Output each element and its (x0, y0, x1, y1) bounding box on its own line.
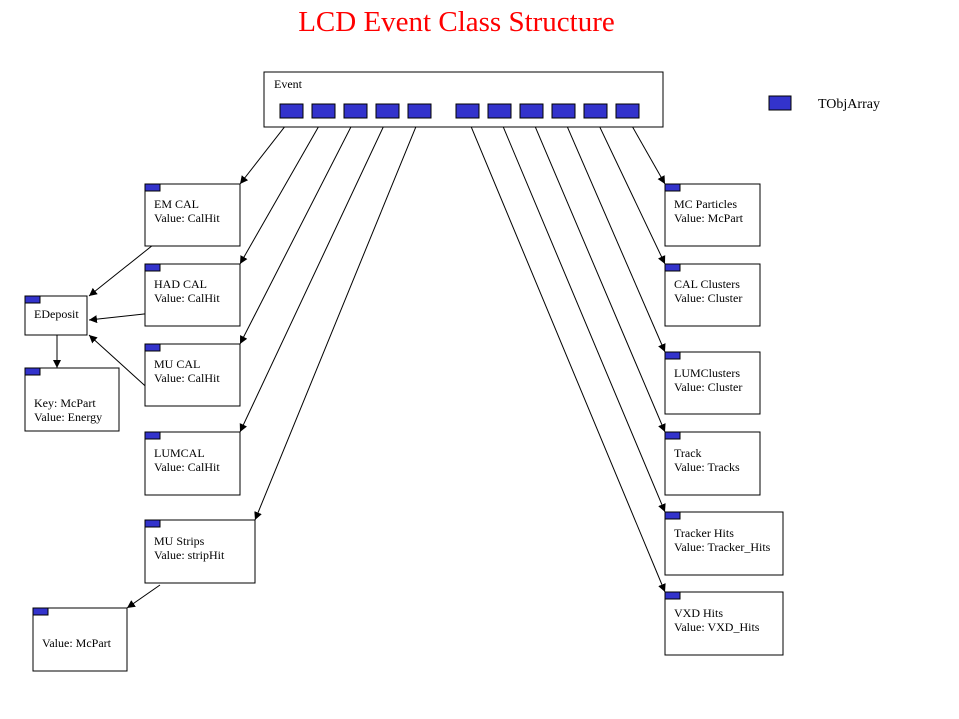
tobjarray-icon (144, 431, 161, 440)
edge-event-slot-8-to-track (531, 117, 666, 433)
tobjarray-icon (664, 431, 681, 440)
node-label: Value: Tracks (674, 460, 740, 474)
node-label: Value: Cluster (674, 380, 742, 394)
tobjarray-icon (144, 183, 161, 192)
tobjarray-icon (144, 519, 161, 528)
tobjarray-icon (144, 263, 161, 272)
tobjarray-slot-7 (487, 103, 512, 119)
edge-em-cal-to-edeposit (88, 244, 154, 297)
node-label: Value: CalHit (154, 371, 220, 385)
tobjarray-icon (664, 263, 681, 272)
tobjarray-icon (768, 95, 792, 111)
node-label: EM CAL (154, 197, 199, 211)
tobjarray-icon (664, 183, 681, 192)
tobjarray-slot-8 (519, 103, 544, 119)
edge-event-slot-5-to-mu-strips (254, 117, 420, 521)
tobjarray-slot-5 (407, 103, 432, 119)
tobjarray-icon (664, 511, 681, 520)
tobjarray-icon (24, 295, 41, 304)
edge-event-slot-2-to-had-cal (239, 117, 324, 265)
tobjarray-slot-9 (551, 103, 576, 119)
edge-had-cal-to-edeposit (88, 312, 154, 324)
tobjarray-slot-1 (279, 103, 304, 119)
edge-event-slot-3-to-mu-cal (239, 117, 356, 345)
edge-event-slot-6-to-vxd-hits (467, 117, 666, 593)
node-label: EDeposit (34, 307, 79, 321)
tobjarray-slot-6 (455, 103, 480, 119)
node-label: Value: VXD_Hits (674, 620, 760, 634)
event-box: Event (263, 71, 664, 128)
tobjarray-icon (24, 367, 41, 376)
node-label: LUMClusters (674, 366, 740, 380)
tobjarray-slot-3 (343, 103, 368, 119)
diagram-title: LCD Event Class Structure (298, 6, 615, 38)
node-label: CAL Clusters (674, 277, 740, 291)
tobjarray-slot-4 (375, 103, 400, 119)
edge-event-slot-10-to-cal-clusters (595, 117, 666, 265)
tobjarray-slot-10 (583, 103, 608, 119)
node-label: Value: stripHit (154, 548, 225, 562)
node-label: MU CAL (154, 357, 200, 371)
node-label: Value: CalHit (154, 291, 220, 305)
node-label: Key: McPart (34, 396, 96, 410)
node-label: Value: McPart (674, 211, 744, 225)
event-label: Event (274, 77, 303, 91)
node-label: HAD CAL (154, 277, 207, 291)
edge-event-slot-9-to-lum-clusters (563, 117, 666, 353)
node-label: Value: Cluster (674, 291, 742, 305)
tobjarray-icon (664, 591, 681, 600)
node-label: Value: CalHit (154, 460, 220, 474)
edge-event-slot-4-to-lum-cal (239, 117, 388, 433)
tobjarray-icon (32, 607, 49, 616)
edge-event-slot-1-to-em-cal (239, 117, 292, 185)
node-label: Value: CalHit (154, 211, 220, 225)
node-label: LUMCAL (154, 446, 205, 460)
node-edeposit: EDeposit (24, 295, 88, 336)
node-label: VXD Hits (674, 606, 723, 620)
edge-mu-strips-to-mu-strips-mcpart (126, 584, 161, 609)
node-label: Value: Energy (34, 410, 102, 424)
tobjarray-slot-11 (615, 103, 640, 119)
tobjarray-icon (664, 351, 681, 360)
edge-event-slot-11-to-mc-particles (627, 117, 666, 185)
node-label: Tracker Hits (674, 526, 734, 540)
edge-mu-cal-to-edeposit (88, 334, 154, 394)
node-mu-strips-mcpart: Value: McPart (32, 607, 128, 672)
node-label: MC Particles (674, 197, 737, 211)
node-label: Value: McPart (42, 636, 112, 650)
edge-event-slot-7-to-tracker-hits (499, 117, 666, 513)
legend-label: TObjArray (818, 97, 880, 112)
node-label: Value: Tracker_Hits (674, 540, 771, 554)
node-label: MU Strips (154, 534, 205, 548)
tobjarray-slot-2 (311, 103, 336, 119)
tobjarray-icon (144, 343, 161, 352)
node-label: Track (674, 446, 702, 460)
